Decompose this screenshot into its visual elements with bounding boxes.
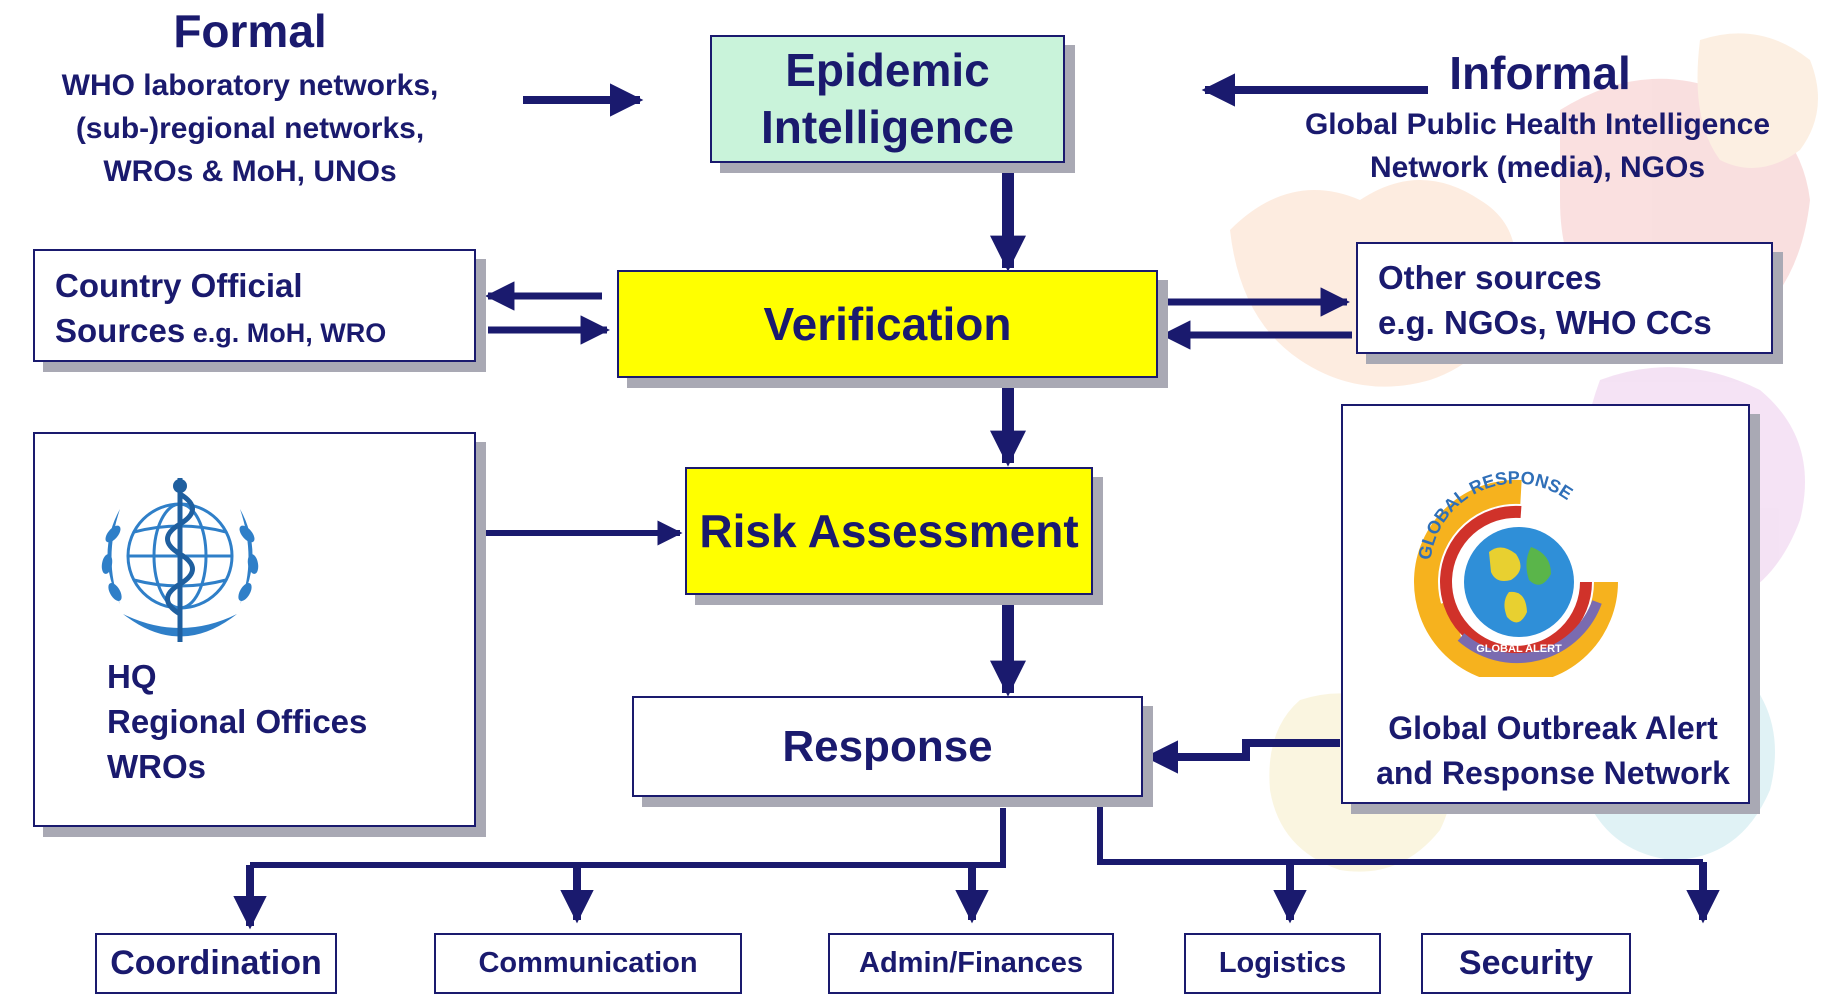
country-official-sources-box: Country Official Sources e.g. MoH, WRO	[33, 249, 476, 362]
formal-sources-text: WHO laboratory networks, (sub-)regional …	[0, 64, 500, 193]
output-admin-finances: Admin/Finances	[828, 933, 1114, 994]
epidemic-line: Epidemic	[785, 44, 990, 96]
country-example: e.g. MoH, WRO	[185, 318, 387, 348]
other-line: e.g. NGOs, WHO CCs	[1378, 304, 1712, 341]
goarn-to-response-arrow	[1144, 739, 1340, 774]
who-line: Regional Offices	[107, 703, 368, 740]
response-box: Response	[632, 696, 1143, 797]
who-line: HQ	[107, 658, 157, 695]
who-emblem-icon	[101, 478, 259, 642]
logo-inner-text: GLOBAL ALERT	[1476, 643, 1562, 655]
epidemic-line: Intelligence	[760, 101, 1015, 153]
goarn-text: Global Outbreak Alert and Response Netwo…	[1343, 706, 1763, 796]
country-line: Country Official	[55, 267, 303, 304]
informal-line: Global Public Health Intelligence	[1304, 108, 1771, 141]
output-communication: Communication	[434, 933, 742, 994]
informal-heading: Informal	[1449, 47, 1631, 99]
formal-line: (sub-)regional networks,	[75, 112, 425, 145]
formal-line: WHO laboratory networks,	[61, 69, 439, 102]
country-sources-word: Sources	[55, 312, 186, 349]
output-coordination: Coordination	[95, 933, 337, 994]
output-logistics: Logistics	[1184, 933, 1381, 994]
output-security: Security	[1421, 933, 1631, 994]
response-right-branch	[1097, 803, 1703, 865]
epidemic-intelligence-box: Epidemic Intelligence	[710, 35, 1065, 163]
risk-assessment-box: Risk Assessment	[685, 467, 1093, 595]
other-sources-box: Other sources e.g. NGOs, WHO CCs	[1356, 242, 1773, 354]
informal-line: Network (media), NGOs	[1369, 151, 1706, 184]
informal-sources-text: Global Public Health Intelligence Networ…	[1245, 103, 1830, 189]
who-offices-text: HQ Regional Offices WROs	[107, 654, 367, 789]
who-line: WROs	[107, 748, 206, 785]
country-line: Sources e.g. MoH, WRO	[55, 308, 474, 356]
who-offices-box: HQ Regional Offices WROs	[33, 432, 476, 827]
global-response-logo-icon: GLOBAL RESPONSE GLOBAL ALERT	[1414, 467, 1618, 677]
goarn-box: GLOBAL RESPONSE GLOBAL ALERT Global Outb…	[1341, 404, 1750, 804]
other-line: Other sources	[1378, 259, 1602, 296]
verification-box: Verification	[617, 270, 1158, 378]
goarn-line: and Response Network	[1376, 755, 1730, 791]
response-left-branch	[250, 808, 1006, 868]
formal-line: WROs & MoH, UNOs	[103, 155, 397, 188]
goarn-line: Global Outbreak Alert	[1388, 710, 1718, 746]
formal-heading: Formal	[173, 5, 327, 57]
